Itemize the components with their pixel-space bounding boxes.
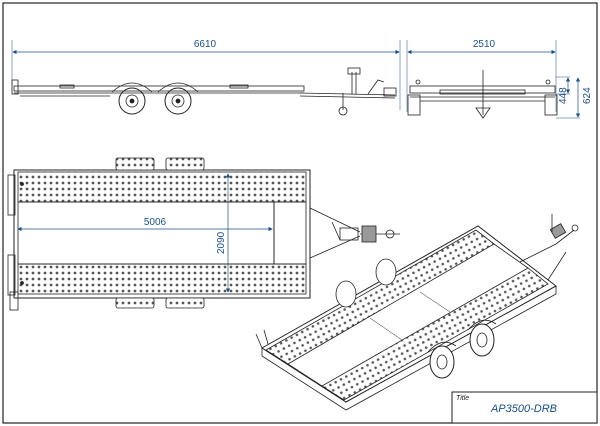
dimension-overall-width: 2510 — [407, 39, 556, 55]
top-view — [7, 157, 400, 311]
title-block-label: Title — [456, 395, 469, 402]
dim-overall-width-label: 2510 — [473, 39, 496, 50]
dimension-height-deck: 448 — [558, 77, 571, 104]
title-block-value: AP3500-DRB — [490, 403, 557, 415]
dim-overall-length-label: 6610 — [194, 39, 217, 50]
dimension-height-total: 624 — [575, 77, 593, 118]
dim-platform-length-label: 5006 — [144, 217, 167, 228]
title-block: Title AP3500-DRB — [451, 391, 598, 424]
isometric-view — [255, 214, 579, 411]
side-view — [11, 40, 401, 116]
dimension-platform-width: 2090 — [216, 173, 231, 293]
front-view — [406, 40, 580, 119]
dim-height-total-label: 624 — [582, 87, 593, 104]
dim-height-deck-label: 448 — [558, 87, 569, 104]
dim-platform-width-label: 2090 — [216, 231, 227, 254]
dimension-overall-length: 6610 — [12, 39, 400, 55]
